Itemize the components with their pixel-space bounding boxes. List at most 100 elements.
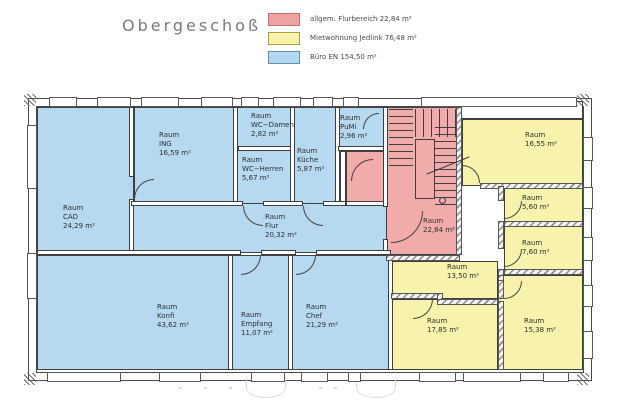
room-label-line: Raum <box>306 303 327 311</box>
legend-label: allgem. Flurbereich 22,84 m² <box>310 15 412 23</box>
window <box>421 97 577 107</box>
dimension-tick <box>179 387 182 389</box>
interior-wall <box>323 201 346 206</box>
dimension-tick <box>334 387 337 389</box>
interior-wall <box>261 250 296 255</box>
window <box>159 372 201 382</box>
legend-swatch <box>268 32 300 45</box>
dimension-tick <box>204 387 207 389</box>
window <box>49 97 77 107</box>
interior-wall <box>37 250 241 255</box>
corner-hatch-mark <box>577 94 589 106</box>
stair-treads <box>435 127 456 205</box>
room-label-line: 15,38 m² <box>524 326 556 334</box>
interior-wall <box>129 199 134 253</box>
room-r1655 <box>462 119 583 186</box>
corner-hatch-mark <box>24 94 36 106</box>
room-label-line: 11,07 m² <box>241 329 273 337</box>
interior-wall <box>263 201 303 206</box>
hatched-wall <box>437 299 498 305</box>
corner-hatch-mark <box>577 373 589 385</box>
legend-swatch <box>268 13 300 26</box>
room-label-line: Raum <box>241 311 262 319</box>
room-label-line: WC−Herren <box>242 165 284 173</box>
window <box>583 137 593 161</box>
room-label-line: Konfi <box>157 312 175 320</box>
window <box>27 253 37 299</box>
interior-wall <box>338 146 386 151</box>
room-cad <box>37 107 134 253</box>
room-label-line: Raum <box>525 131 546 139</box>
hatched-wall <box>456 107 462 255</box>
room-label-line: Raum <box>157 303 178 311</box>
hatched-wall <box>498 221 504 249</box>
window <box>583 237 593 261</box>
dimension-tick <box>319 387 322 389</box>
room-label-line: Küche <box>297 156 319 164</box>
room-label-line: 22,84 m² <box>423 226 455 234</box>
room-label-line: 21,29 m² <box>306 321 338 329</box>
legend-label: Mietwohnung Jedlink 76,48 m² <box>310 34 417 42</box>
room-label-line: WC−Damen <box>251 121 294 129</box>
window <box>47 372 121 382</box>
room-label-line: 13,50 m² <box>447 272 479 280</box>
stair-core <box>415 139 435 199</box>
window <box>583 285 593 307</box>
interior-wall <box>228 255 233 370</box>
window <box>27 125 37 189</box>
window <box>313 97 333 107</box>
hatched-wall <box>386 255 460 261</box>
room-label-line: 16,59 m² <box>159 149 191 157</box>
room-kueche <box>293 107 338 206</box>
hatched-wall <box>480 183 583 189</box>
window <box>273 97 301 107</box>
room-label-line: 5,67 m² <box>242 174 270 182</box>
window <box>583 187 593 209</box>
room-konfi <box>37 255 231 370</box>
window <box>419 372 456 382</box>
room-label-line: Raum <box>522 239 543 247</box>
room-label-line: 5,60 m² <box>522 203 550 211</box>
window <box>583 331 593 359</box>
room-label-line: ING <box>159 140 172 148</box>
window <box>97 97 131 107</box>
room-label-line: Raum <box>423 217 444 225</box>
hatched-wall <box>504 269 583 275</box>
interior-wall <box>288 255 293 370</box>
room-flur <box>131 203 388 253</box>
corner-hatch-mark <box>24 373 36 385</box>
room-label-line: 24,29 m² <box>63 222 95 230</box>
room-label-line: Raum <box>524 317 545 325</box>
page-title: Obergeschoß <box>122 16 262 35</box>
hatched-wall <box>498 301 504 370</box>
window <box>348 372 361 382</box>
interior-wall <box>316 250 391 255</box>
interior-wall <box>233 107 238 206</box>
stair-winders <box>415 109 456 137</box>
room-label-line: Empfang <box>241 320 273 328</box>
stair-treads <box>389 109 413 167</box>
room-label-line: Raum <box>265 213 286 221</box>
interior-wall <box>238 146 293 151</box>
room-label-line: Raum <box>251 112 272 120</box>
room-label-line: 2,82 m² <box>251 130 279 138</box>
room-label-line: Raum <box>447 263 468 271</box>
room-label-line: Raum <box>159 131 180 139</box>
interior-wall <box>383 107 388 207</box>
hatched-wall <box>498 275 504 281</box>
room-label-line: Raum <box>242 156 263 164</box>
room-label-line: Chef <box>306 312 323 320</box>
room-label-line: 17,85 m² <box>427 326 459 334</box>
window <box>251 372 285 382</box>
